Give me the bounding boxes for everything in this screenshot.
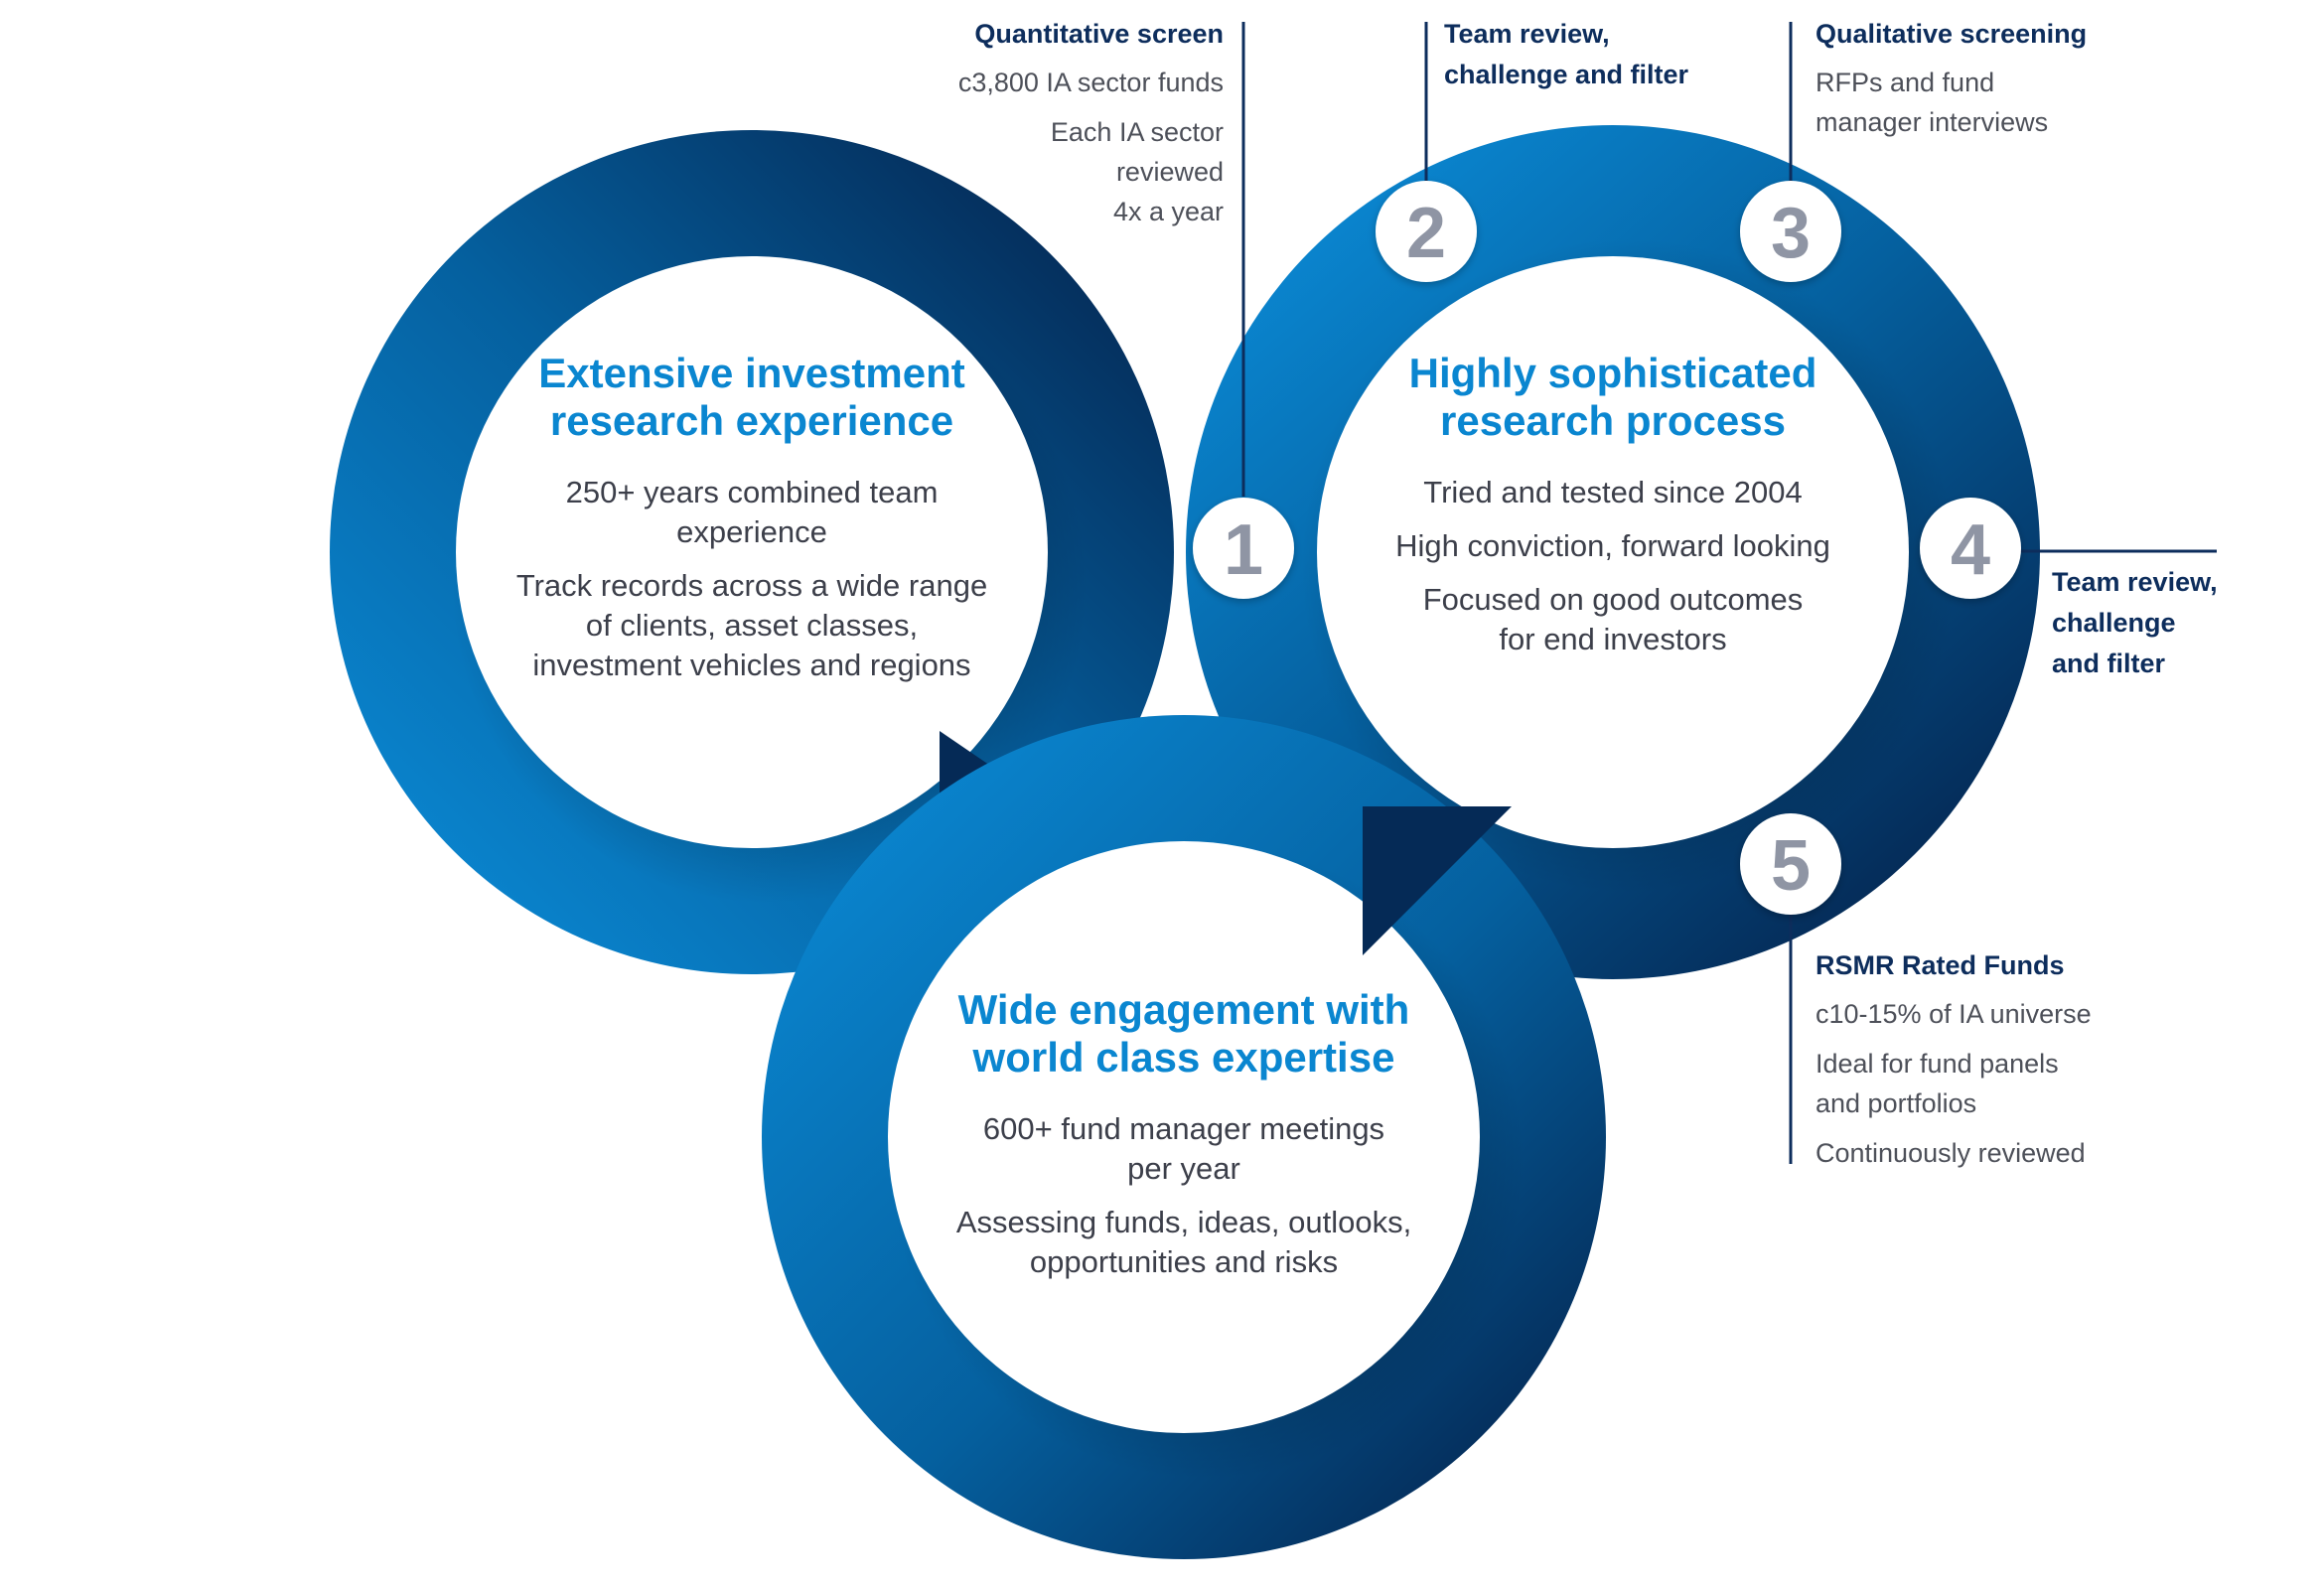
engagement-arrow-head [1363, 806, 1512, 955]
step-badge-2: 2 [1376, 181, 1477, 282]
step3-callout-title: Qualitative screening [1816, 19, 2088, 49]
step5-callout: RSMR Rated Funds c10-15% of IA universe … [1816, 945, 2213, 1183]
process-point-1: Tried and tested since 2004 [1423, 475, 1803, 509]
step4-callout: Team review, challenge and filter [2052, 562, 2290, 692]
svg-text:5: 5 [1771, 826, 1811, 906]
step3-callout-line: RFPs and fund manager interviews [1816, 68, 2049, 137]
process-title: Highly sophisticated research process [1408, 350, 1817, 444]
step2-callout-title: Team review, challenge and filter [1444, 19, 1689, 89]
svg-text:1: 1 [1224, 510, 1263, 590]
engagement-point-2: Assessing funds, ideas, outlooks, opport… [955, 1205, 1412, 1279]
step-badge-5: 5 [1740, 813, 1841, 915]
process-point-2: High conviction, forward looking [1395, 528, 1830, 563]
process-text: Highly sophisticated research process Tr… [1355, 350, 1871, 673]
experience-point-2: Track records across a wide range of cli… [515, 568, 988, 682]
experience-circle-center [456, 256, 1048, 848]
step-badge-1: 1 [1193, 498, 1294, 599]
step4-callout-title: Team review, challenge and filter [2052, 567, 2218, 678]
experience-text: Extensive investment research experience… [494, 350, 1010, 699]
step1-callout-line: c3,800 IA sector funds [957, 68, 1224, 97]
step1-callout-title: Quantitative screen [974, 19, 1224, 49]
engagement-circle-center [888, 841, 1480, 1433]
step-badge-4: 4 [1920, 498, 2021, 599]
step2-callout: Team review, challenge and filter [1444, 14, 1762, 103]
step5-callout-title: RSMR Rated Funds [1816, 950, 2065, 980]
step-badge-3: 3 [1740, 181, 1841, 282]
process-circle-center [1317, 256, 1909, 848]
engagement-point-1: 600+ fund manager meetings per year [982, 1111, 1385, 1186]
experience-point-1: 250+ years combined team experience [565, 475, 939, 549]
svg-text:4: 4 [1951, 510, 1990, 590]
step5-callout-line: c10-15% of IA universe [1816, 999, 2092, 1029]
step3-callout: Qualitative screening RFPs and fund mana… [1816, 14, 2173, 152]
engagement-text: Wide engagement with world class experti… [926, 986, 1442, 1296]
step5-callout-line: Continuously reviewed [1816, 1138, 2086, 1168]
experience-title: Extensive investment research experience [538, 350, 965, 444]
step1-callout-line: Each IA sector reviewed 4x a year [1050, 117, 1224, 226]
svg-text:2: 2 [1406, 194, 1446, 273]
engagement-title: Wide engagement with world class experti… [957, 986, 1410, 1081]
process-point-3: Focused on good outcomes for end investo… [1422, 582, 1804, 656]
step1-callout: Quantitative screen c3,800 IA sector fun… [846, 14, 1224, 241]
step5-callout-line: Ideal for fund panels and portfolios [1816, 1049, 2059, 1118]
svg-text:3: 3 [1771, 194, 1811, 273]
